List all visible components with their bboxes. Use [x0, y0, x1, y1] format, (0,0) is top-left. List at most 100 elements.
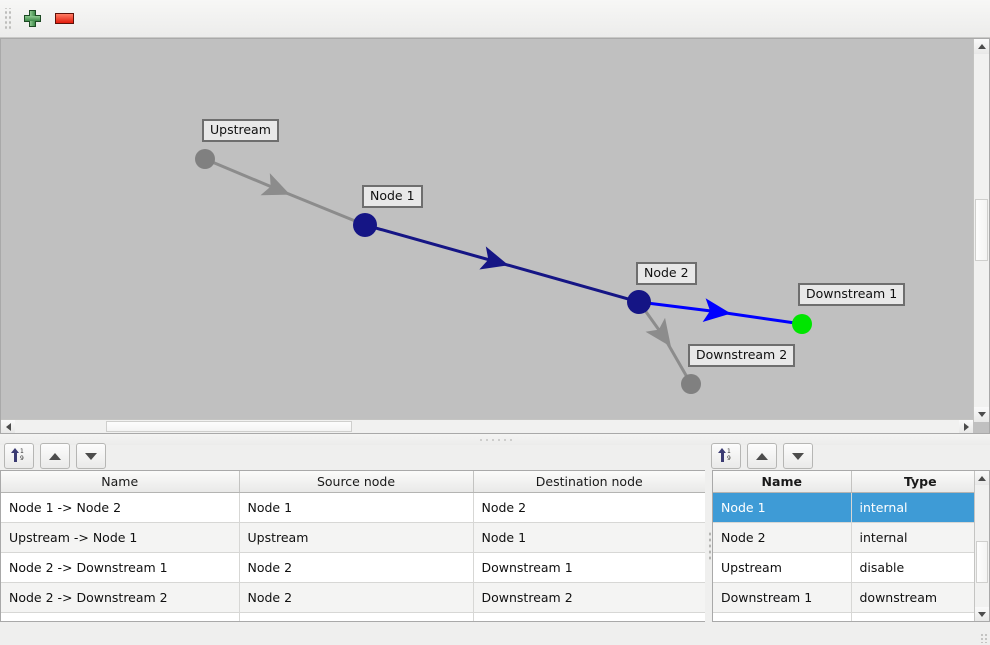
- table-row[interactable]: Upstream -> Node 1 Upstream Node 1: [1, 522, 705, 553]
- scroll-right-button[interactable]: [959, 420, 973, 433]
- move-up-icon: [756, 452, 768, 460]
- graph-label-node2[interactable]: Node 2: [636, 262, 697, 285]
- scroll-up-button[interactable]: [974, 39, 989, 54]
- graph-canvas[interactable]: Upstream Node 1 Node 2 Downstream 1 Down…: [1, 39, 973, 422]
- node-name-empty: [713, 612, 852, 621]
- edges-column-header-name[interactable]: Name: [1, 471, 240, 493]
- edge-source[interactable]: Node 2: [239, 582, 474, 613]
- table-row[interactable]: Node 2 -> Downstream 1 Node 2 Downstream…: [1, 552, 705, 583]
- graph-node-downstream1[interactable]: [792, 314, 812, 334]
- graph-node-upstream[interactable]: [195, 149, 215, 169]
- node-name[interactable]: Downstream 1: [713, 582, 852, 613]
- table-row[interactable]: Node 1 -> Node 2 Node 1 Node 2: [1, 492, 705, 523]
- edge-name[interactable]: Node 1 -> Node 2: [1, 492, 240, 523]
- edge-source[interactable]: Node 2: [239, 552, 474, 583]
- edges-column-header-source[interactable]: Source node: [239, 471, 474, 493]
- scroll-left-button[interactable]: [1, 420, 15, 433]
- edge-source-empty: [239, 612, 474, 621]
- table-row-empty[interactable]: [1, 612, 705, 621]
- nodes-move-up-button[interactable]: [747, 443, 777, 469]
- edges-toolbar: 1 9: [4, 443, 106, 469]
- edges-column-header-destination[interactable]: Destination node: [473, 471, 705, 493]
- graph-edge-node2-downstream2[interactable]: [637, 301, 693, 385]
- edge-source[interactable]: Upstream: [239, 522, 474, 553]
- main-toolbar: [0, 0, 990, 38]
- node-type[interactable]: internal: [851, 492, 989, 523]
- graph-node-node2[interactable]: [627, 290, 651, 314]
- table-row[interactable]: Downstream 1 downstream: [713, 582, 989, 613]
- nodes-table-header-row: Name Type: [713, 471, 989, 493]
- nodes-table[interactable]: Name Type Node 1 internal Node 2 interna…: [712, 470, 990, 622]
- scroll-down-button[interactable]: [974, 407, 989, 422]
- move-down-icon: [792, 452, 804, 460]
- edge-destination[interactable]: Node 1: [473, 522, 705, 553]
- move-up-icon: [49, 452, 61, 460]
- edge-name[interactable]: Node 2 -> Downstream 1: [1, 552, 240, 583]
- nodes-move-down-button[interactable]: [783, 443, 813, 469]
- node-name[interactable]: Node 2: [713, 522, 852, 553]
- nodes-toolbar: 1 9: [711, 443, 813, 469]
- splitter-grip: [707, 531, 712, 561]
- edge-destination[interactable]: Node 2: [473, 492, 705, 523]
- nodes-sort-button[interactable]: 1 9: [711, 443, 741, 469]
- add-button[interactable]: [16, 4, 48, 34]
- graph-edge-upstream-node1[interactable]: [204, 157, 366, 227]
- table-row[interactable]: Node 2 internal: [713, 522, 989, 553]
- nodes-column-header-type[interactable]: Type: [851, 471, 989, 493]
- vertical-splitter[interactable]: [705, 470, 714, 622]
- chevron-up-icon: [977, 44, 986, 49]
- graph-edge-node2-downstream1[interactable]: [638, 298, 803, 326]
- minus-icon: [54, 13, 74, 24]
- node-name[interactable]: Upstream: [713, 552, 852, 583]
- edge-name-empty: [1, 612, 240, 621]
- graph-label-downstream2[interactable]: Downstream 2: [688, 344, 796, 367]
- graph-edge-node1-node2[interactable]: [364, 223, 640, 304]
- edge-name[interactable]: Upstream -> Node 1: [1, 522, 240, 553]
- horizontal-splitter[interactable]: [0, 434, 990, 445]
- node-type-empty: [851, 612, 989, 621]
- graph-svg: [195, 149, 812, 394]
- edges-table-header-row: Name Source node Destination node: [1, 471, 705, 493]
- edges-table[interactable]: Name Source node Destination node Node 1…: [0, 470, 706, 622]
- node-type[interactable]: disable: [851, 552, 989, 583]
- graph-vertical-scrollbar[interactable]: [973, 39, 989, 422]
- chevron-down-icon: [978, 611, 986, 617]
- graph-label-node1[interactable]: Node 1: [362, 185, 423, 208]
- table-row[interactable]: Node 2 -> Downstream 2 Node 2 Downstream…: [1, 582, 705, 613]
- remove-button[interactable]: [48, 4, 80, 34]
- graph-label-upstream[interactable]: Upstream: [202, 119, 279, 142]
- edges-move-down-button[interactable]: [76, 443, 106, 469]
- edges-sort-button[interactable]: 1 9: [4, 443, 34, 469]
- sort-icon: 1 9: [718, 448, 734, 464]
- edge-destination[interactable]: Downstream 2: [473, 582, 705, 613]
- node-type[interactable]: internal: [851, 522, 989, 553]
- graph-node-node1[interactable]: [353, 213, 377, 237]
- graph-panel[interactable]: Upstream Node 1 Node 2 Downstream 1 Down…: [0, 38, 990, 434]
- scroll-down-button[interactable]: [975, 607, 989, 621]
- edges-move-up-button[interactable]: [40, 443, 70, 469]
- edge-name[interactable]: Node 2 -> Downstream 2: [1, 582, 240, 613]
- node-type[interactable]: downstream: [851, 582, 989, 613]
- edge-source[interactable]: Node 1: [239, 492, 474, 523]
- graph-node-downstream2[interactable]: [681, 374, 701, 394]
- chevron-down-icon: [977, 412, 986, 417]
- toolbar-drag-handle[interactable]: [3, 7, 12, 30]
- table-row[interactable]: Upstream disable: [713, 552, 989, 583]
- nodes-table-grid: Name Type Node 1 internal Node 2 interna…: [713, 471, 989, 621]
- resize-grip[interactable]: [980, 633, 988, 643]
- scroll-up-button[interactable]: [975, 471, 989, 485]
- graph-horizontal-scrollbar[interactable]: [1, 419, 973, 433]
- graph-vertical-scroll-thumb[interactable]: [975, 199, 988, 261]
- graph-horizontal-scroll-thumb[interactable]: [106, 421, 352, 432]
- chevron-right-icon: [963, 422, 969, 431]
- nodes-table-scrollbar[interactable]: [974, 471, 989, 621]
- nodes-scroll-thumb[interactable]: [976, 541, 988, 583]
- move-down-icon: [85, 452, 97, 460]
- edges-table-grid: Name Source node Destination node Node 1…: [1, 471, 705, 621]
- edge-destination[interactable]: Downstream 1: [473, 552, 705, 583]
- nodes-column-header-name[interactable]: Name: [713, 471, 852, 493]
- node-name[interactable]: Node 1: [713, 492, 852, 523]
- table-row[interactable]: Node 1 internal: [713, 492, 989, 523]
- table-row-empty[interactable]: [713, 612, 989, 621]
- graph-label-downstream1[interactable]: Downstream 1: [798, 283, 906, 306]
